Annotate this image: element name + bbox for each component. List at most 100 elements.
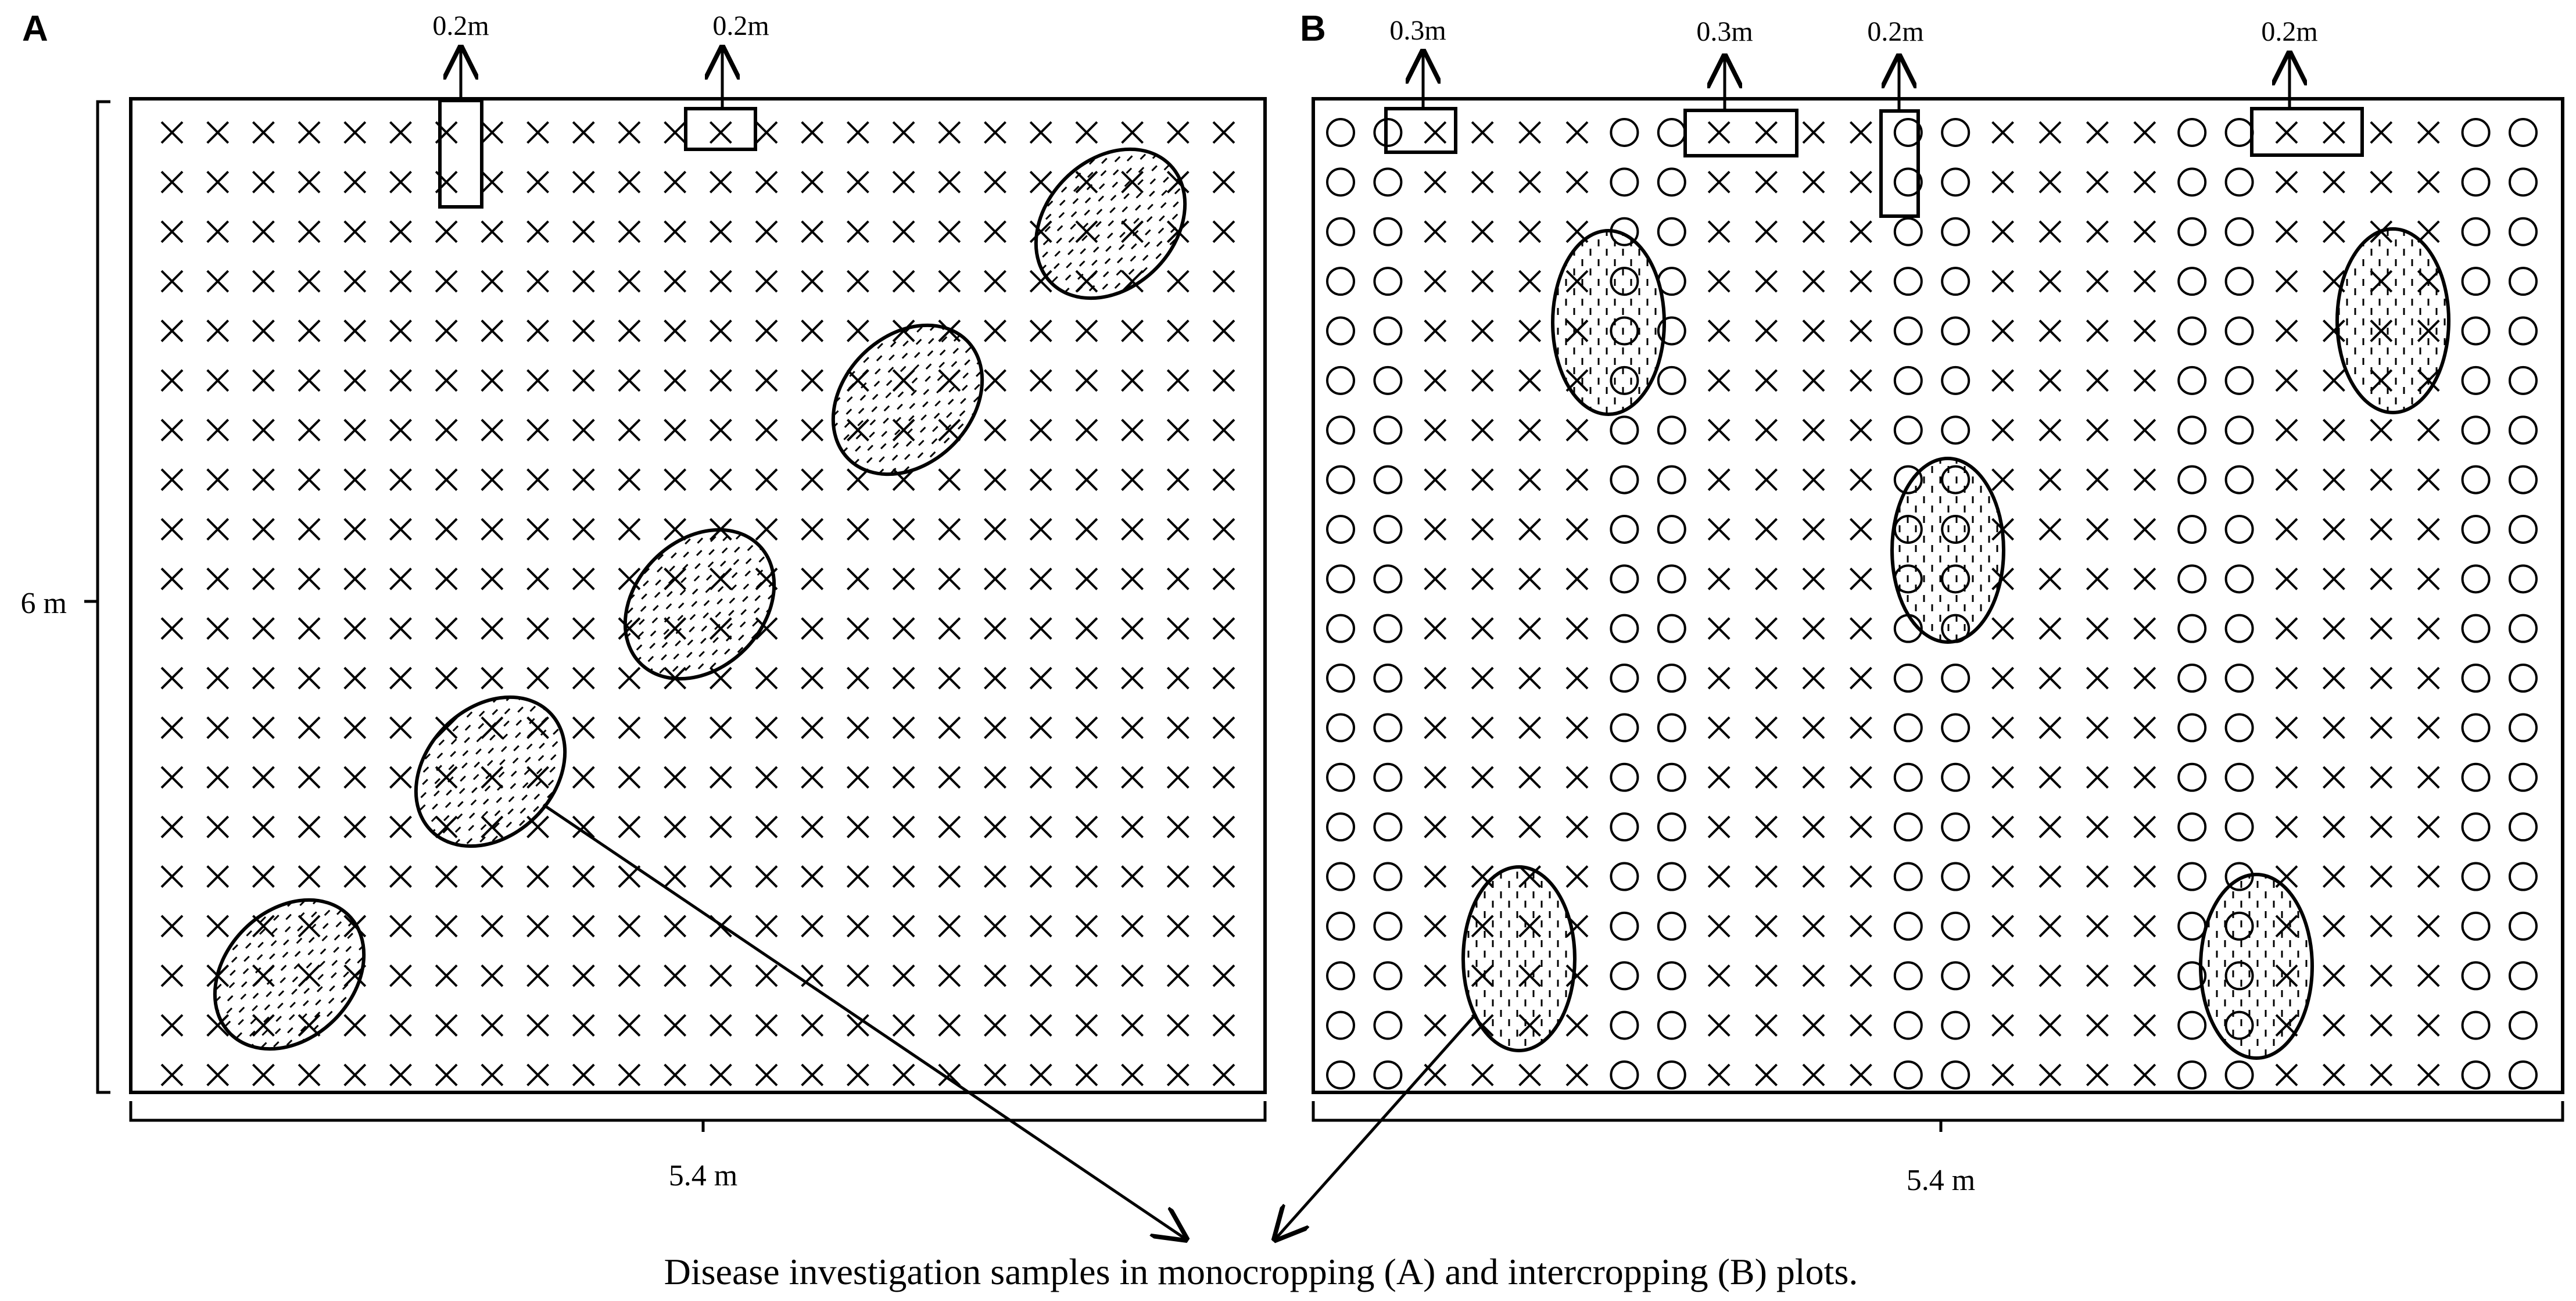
x-mark-icon: [1707, 121, 1731, 144]
x-mark-icon: [801, 468, 824, 491]
x-mark-icon: [2086, 766, 2109, 789]
x-mark-icon: [1166, 1014, 1190, 1037]
x-mark-icon: [206, 170, 230, 193]
x-mark-icon: [1471, 170, 1494, 193]
x-mark-icon: [389, 518, 412, 541]
circle-icon: [2177, 664, 2207, 693]
x-mark-icon: [1212, 716, 1235, 739]
x-mark-icon: [1849, 815, 1872, 838]
x-mark-icon: [1212, 1014, 1235, 1037]
circle-icon: [1893, 911, 1923, 941]
x-mark-icon: [526, 567, 549, 590]
x-mark-icon: [2086, 518, 2109, 541]
circle-icon: [1610, 713, 1639, 743]
circle-icon: [1941, 911, 1970, 941]
x-mark-icon: [526, 915, 549, 938]
x-mark-icon: [252, 320, 275, 342]
x-mark-icon: [343, 1063, 367, 1087]
circle-icon: [1941, 365, 1970, 395]
x-mark-icon: [1849, 865, 1872, 888]
x-mark-icon: [664, 369, 687, 392]
x-mark-icon: [1166, 915, 1190, 938]
x-mark-icon: [206, 716, 230, 739]
circle-icon: [2509, 762, 2538, 792]
x-mark-icon: [1029, 617, 1052, 640]
circle-icon: [2224, 118, 2254, 147]
x-mark-icon: [618, 418, 641, 442]
x-mark-icon: [1212, 1063, 1235, 1087]
x-mark-icon: [389, 567, 412, 590]
circle-icon: [2509, 167, 2538, 197]
x-mark-icon: [938, 617, 961, 640]
x-mark-icon: [1424, 766, 1447, 789]
x-mark-icon: [1565, 468, 1589, 491]
panel-b-spacing-box-1: [1384, 107, 1457, 154]
circle-icon: [2461, 415, 2491, 445]
x-mark-icon: [1121, 518, 1144, 541]
x-mark-icon: [206, 220, 230, 243]
circle-icon: [2461, 118, 2491, 147]
x-mark-icon: [1802, 766, 1825, 789]
circle-icon: [2461, 812, 2491, 842]
circle-icon: [1373, 614, 1403, 643]
x-mark-icon: [2275, 716, 2298, 739]
x-mark-icon: [2322, 964, 2345, 987]
x-mark-icon: [2417, 964, 2440, 987]
x-mark-icon: [435, 468, 458, 491]
x-mark-icon: [1029, 964, 1052, 987]
x-mark-icon: [1849, 518, 1872, 541]
circle-icon: [1610, 564, 1639, 594]
circle-icon: [2509, 812, 2538, 842]
x-mark-icon: [343, 1014, 367, 1037]
height-bracket: [84, 100, 110, 1094]
x-mark-icon: [435, 518, 458, 541]
x-mark-icon: [435, 418, 458, 442]
x-mark-icon: [526, 270, 549, 293]
x-mark-icon: [1849, 964, 1872, 987]
x-mark-icon: [1075, 617, 1098, 640]
x-mark-icon: [2086, 915, 2109, 938]
x-mark-icon: [755, 865, 778, 888]
x-mark-icon: [252, 666, 275, 690]
x-mark-icon: [526, 964, 549, 987]
x-mark-icon: [1212, 666, 1235, 690]
x-mark-icon: [1166, 865, 1190, 888]
circle-icon: [1373, 1010, 1403, 1040]
x-mark-icon: [1166, 766, 1190, 789]
x-mark-icon: [1424, 964, 1447, 987]
x-mark-icon: [1755, 270, 1778, 293]
circle-icon: [2177, 812, 2207, 842]
x-mark-icon: [938, 1063, 961, 1087]
x-mark-icon: [938, 865, 961, 888]
x-mark-icon: [892, 1063, 915, 1087]
x-mark-icon: [481, 369, 504, 392]
x-mark-icon: [618, 270, 641, 293]
x-mark-icon: [1849, 567, 1872, 590]
x-mark-icon: [389, 915, 412, 938]
circle-icon: [2461, 664, 2491, 693]
circle-icon: [2177, 762, 2207, 792]
circle-icon: [2461, 762, 2491, 792]
circle-icon: [2461, 911, 2491, 941]
x-mark-icon: [1707, 716, 1731, 739]
circle-icon: [2177, 1010, 2207, 1040]
x-mark-icon: [1802, 865, 1825, 888]
circle-icon: [1893, 267, 1923, 296]
circle-icon: [2224, 465, 2254, 494]
x-mark-icon: [938, 815, 961, 838]
x-mark-icon: [435, 964, 458, 987]
x-mark-icon: [2417, 468, 2440, 491]
x-mark-icon: [298, 270, 321, 293]
x-mark-icon: [755, 270, 778, 293]
panel-b-spacing-label-1: 0.3m: [1389, 15, 1446, 46]
panel-a-plant-spacing-box: [684, 107, 757, 151]
x-mark-icon: [1518, 617, 1542, 640]
x-mark-icon: [709, 369, 732, 392]
panel-b-sample-area: [2199, 873, 2314, 1060]
x-mark-icon: [1212, 518, 1235, 541]
x-mark-icon: [2133, 270, 2156, 293]
x-mark-icon: [526, 220, 549, 243]
x-mark-icon: [2322, 518, 2345, 541]
x-mark-icon: [2275, 1063, 2298, 1087]
x-mark-icon: [572, 915, 595, 938]
